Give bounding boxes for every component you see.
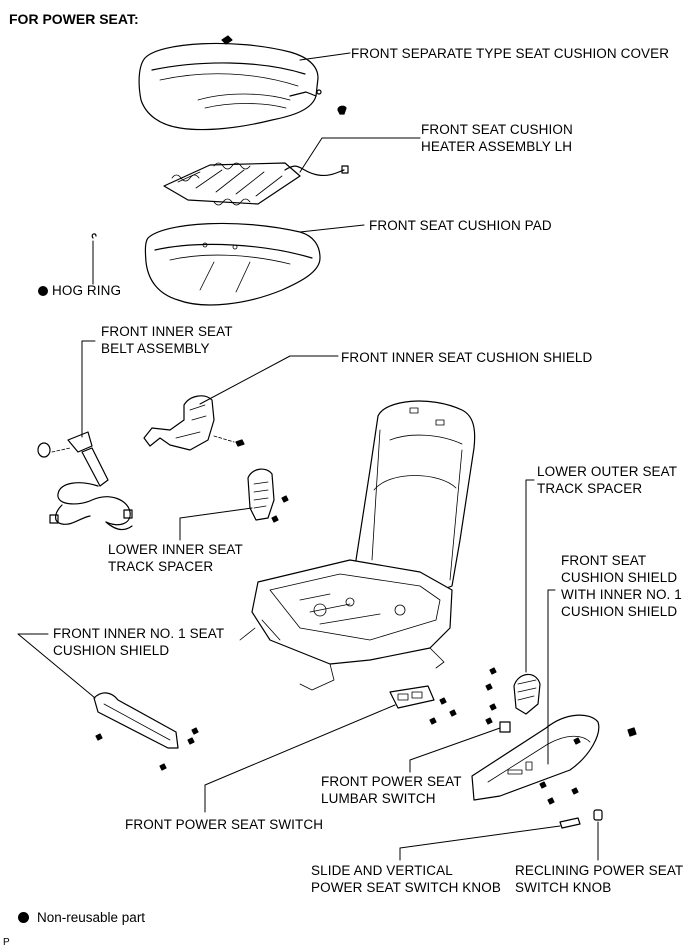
leader-cushion-pad: [299, 224, 365, 233]
label-inner-shield: FRONT INNER SEAT CUSHION SHIELD: [341, 350, 593, 365]
reclining-knob-illustration: [593, 809, 603, 861]
legend-non-reusable: Non-reusable part: [18, 910, 145, 925]
leader-heater: [299, 137, 421, 173]
label-lumbar-line2: LUMBAR SWITCH: [321, 791, 436, 806]
non-reusable-dot-icon: [18, 912, 29, 923]
label-recline-knob-line2: SWITCH KNOB: [515, 880, 612, 895]
hog-ring-illustration: [91, 233, 97, 285]
corner-mark: P: [3, 937, 10, 948]
label-slide-knob-line2: POWER SEAT SWITCH KNOB: [311, 880, 501, 895]
label-lower-inner-line2: TRACK SPACER: [108, 559, 214, 574]
cushion-shield-outer-illustration: [471, 589, 637, 805]
leader-inner-shield: [199, 355, 339, 405]
slide-vertical-knob-illustration: [399, 817, 581, 861]
label-hog-ring: HOG RING: [38, 282, 121, 299]
label-inner-no1-line1: FRONT INNER NO. 1 SEAT: [53, 626, 225, 641]
label-shield-with-line1: FRONT SEAT: [561, 553, 647, 568]
label-lumbar-line1: FRONT POWER SEAT: [321, 774, 462, 789]
label-cushion-pad: FRONT SEAT CUSHION PAD: [369, 218, 552, 233]
label-lower-outer-line1: LOWER OUTER SEAT: [537, 464, 678, 479]
non-reusable-dot-icon: [38, 286, 48, 296]
label-belt-line2: BELT ASSEMBLY: [101, 341, 210, 356]
label-shield-with-line3: WITH INNER NO. 1: [561, 587, 682, 602]
label-power-switch: FRONT POWER SEAT SWITCH: [125, 817, 324, 832]
inner-no1-cushion-shield-illustration: [17, 633, 199, 771]
label-heater-line1: FRONT SEAT CUSHION: [421, 122, 573, 137]
label-belt-line1: FRONT INNER SEAT: [101, 324, 233, 339]
seat-frame-illustration: [239, 400, 476, 691]
label-recline-knob-line1: RECLINING POWER SEAT: [515, 863, 684, 878]
lower-outer-track-spacer-illustration: [485, 479, 541, 725]
label-lower-outer-line2: TRACK SPACER: [537, 481, 643, 496]
label-inner-no1-line2: CUSHION SHIELD: [53, 643, 170, 658]
page-title: FOR POWER SEAT:: [9, 11, 139, 27]
leader-cushion-cover: [299, 52, 351, 61]
label-heater-line2: HEATER ASSEMBLY LH: [421, 139, 573, 154]
hog-ring-text: HOG RING: [52, 283, 122, 298]
cushion-pad-illustration: [144, 222, 321, 306]
inner-seat-cushion-shield-illustration: [143, 395, 245, 451]
label-lower-inner-line1: LOWER INNER SEAT: [108, 542, 243, 557]
label-shield-with-line2: CUSHION SHIELD: [561, 570, 678, 585]
label-slide-knob-line1: SLIDE AND VERTICAL: [311, 863, 453, 878]
inner-seat-belt-illustration: [37, 340, 133, 531]
legend-text: Non-reusable part: [37, 910, 146, 925]
power-seat-switch-illustration: [204, 685, 457, 813]
seat-cushion-cover-illustration: [138, 35, 347, 131]
lower-inner-track-spacer-illustration: [179, 468, 289, 541]
cushion-heater-illustration: [163, 162, 349, 206]
label-shield-with-line4: CUSHION SHIELD: [561, 604, 678, 619]
lumbar-switch-illustration: [409, 721, 511, 773]
label-cushion-cover: FRONT SEPARATE TYPE SEAT CUSHION COVER: [351, 46, 670, 61]
